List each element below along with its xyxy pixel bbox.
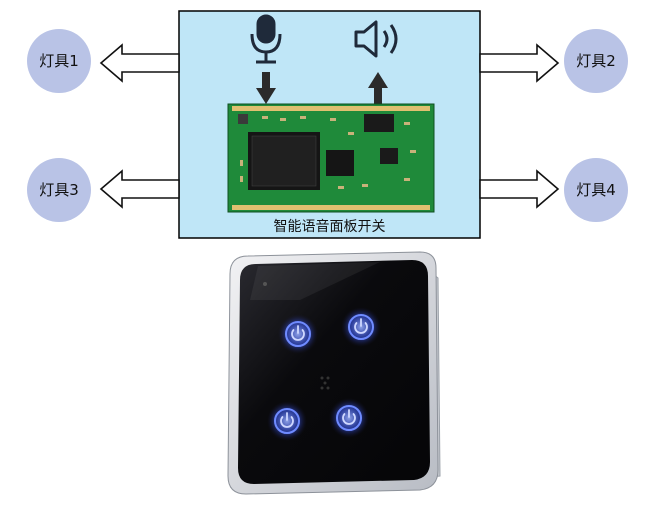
touch-button-1: [278, 314, 318, 354]
lamp-1: 灯具1: [27, 29, 91, 93]
arrow-to-lamp2: [479, 43, 560, 83]
lamp-1-label: 灯具1: [39, 52, 79, 70]
panel-caption: 智能语音面板开关: [274, 218, 386, 235]
touch-button-3: [267, 401, 307, 441]
switch-panel-photo: [227, 251, 441, 495]
input-arrow: [256, 72, 276, 104]
microphone-icon: [250, 14, 282, 64]
power-icon: [280, 412, 294, 428]
lamp-4: 灯具4: [564, 158, 628, 222]
lamp-2: 灯具2: [564, 29, 628, 93]
speaker-icon: [354, 20, 398, 58]
lamp-3: 灯具3: [27, 158, 91, 222]
pcb-board: [227, 103, 435, 213]
power-icon: [354, 318, 368, 334]
output-arrow: [368, 72, 388, 104]
lamp-3-label: 灯具3: [39, 181, 79, 199]
arrow-to-lamp1: [99, 43, 180, 83]
lamp-2-label: 灯具2: [576, 52, 616, 70]
arrow-to-lamp3: [99, 169, 180, 209]
touch-button-4: [329, 398, 369, 438]
power-icon: [291, 325, 305, 341]
arrow-to-lamp4: [479, 169, 560, 209]
touch-button-2: [341, 307, 381, 347]
lamp-4-label: 灯具4: [576, 181, 616, 199]
power-icon: [342, 409, 356, 425]
